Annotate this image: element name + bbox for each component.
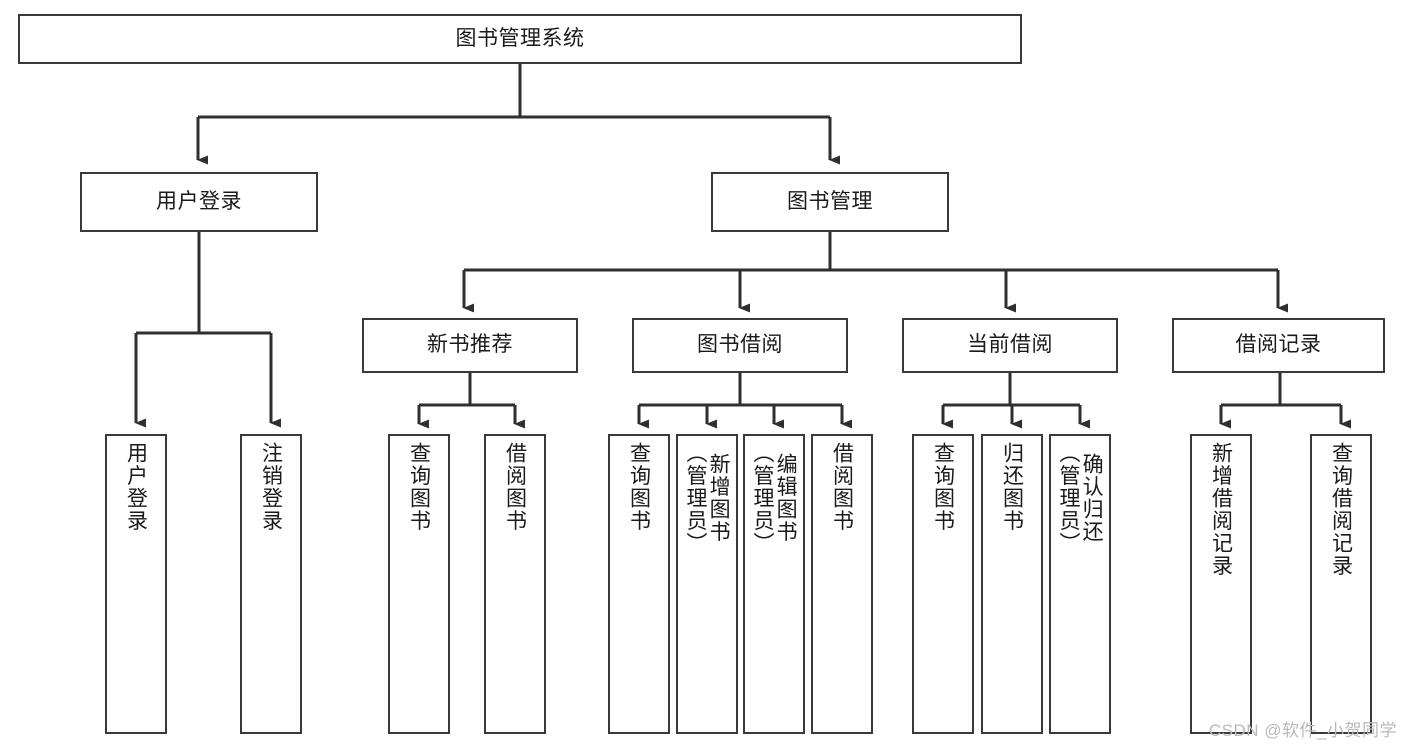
watermark-text: CSDN @软件_小贺同学 [1208,721,1397,740]
node-user-logout-label: 注销登录 [259,442,283,532]
node-nbr-borrow-book[interactable]: 借阅图书 [484,434,546,734]
node-bb-edit-book-label: 编辑图书 （管理员） [751,442,798,555]
node-nbr-query-book[interactable]: 查询图书 [388,434,450,734]
node-user-login-label: 用户登录 [156,189,242,213]
node-bb-edit-book[interactable]: 编辑图书 （管理员） [743,434,805,734]
node-root-label: 图书管理系统 [455,26,585,50]
node-user-login-do-label: 用户登录 [124,442,148,532]
node-user-login-do[interactable]: 用户登录 [105,434,167,734]
node-cb-query-book[interactable]: 查询图书 [912,434,974,734]
node-br-add-record-label: 新增借阅记录 [1209,442,1233,577]
node-bb-query-book[interactable]: 查询图书 [608,434,670,734]
node-br-query-record-label: 查询借阅记录 [1329,442,1353,577]
node-current-borrow-label: 当前借阅 [967,333,1053,357]
node-nbr-query-book-label: 查询图书 [407,442,431,532]
node-cb-query-book-label: 查询图书 [931,442,955,532]
node-cb-return-book-label: 归还图书 [1000,442,1024,532]
node-root[interactable]: 图书管理系统 [18,14,1022,64]
node-bb-add-book-label: 新增图书 （管理员） [684,442,731,555]
node-br-add-record[interactable]: 新增借阅记录 [1190,434,1252,734]
node-bb-add-book[interactable]: 新增图书 （管理员） [676,434,738,734]
node-cb-return-book[interactable]: 归还图书 [981,434,1043,734]
node-bb-borrow-book-label: 借阅图书 [830,442,854,532]
node-new-book-recommend[interactable]: 新书推荐 [362,318,578,373]
node-book-management[interactable]: 图书管理 [711,172,949,232]
node-borrow-record-label: 借阅记录 [1235,333,1322,357]
node-bb-borrow-book[interactable]: 借阅图书 [811,434,873,734]
node-br-query-record[interactable]: 查询借阅记录 [1310,434,1372,734]
node-book-management-label: 图书管理 [787,189,873,213]
node-new-book-recommend-label: 新书推荐 [427,333,513,357]
node-user-logout[interactable]: 注销登录 [240,434,302,734]
node-cb-confirm-return[interactable]: 确认归还 （管理员） [1049,434,1111,734]
node-current-borrow[interactable]: 当前借阅 [902,318,1118,373]
node-user-login[interactable]: 用户登录 [80,172,318,232]
node-cb-confirm-return-label: 确认归还 （管理员） [1057,442,1104,555]
node-borrow-record[interactable]: 借阅记录 [1172,318,1385,373]
node-bb-query-book-label: 查询图书 [627,442,651,532]
node-book-borrow-label: 图书借阅 [697,333,783,357]
node-book-borrow[interactable]: 图书借阅 [632,318,848,373]
node-nbr-borrow-book-label: 借阅图书 [503,442,527,532]
